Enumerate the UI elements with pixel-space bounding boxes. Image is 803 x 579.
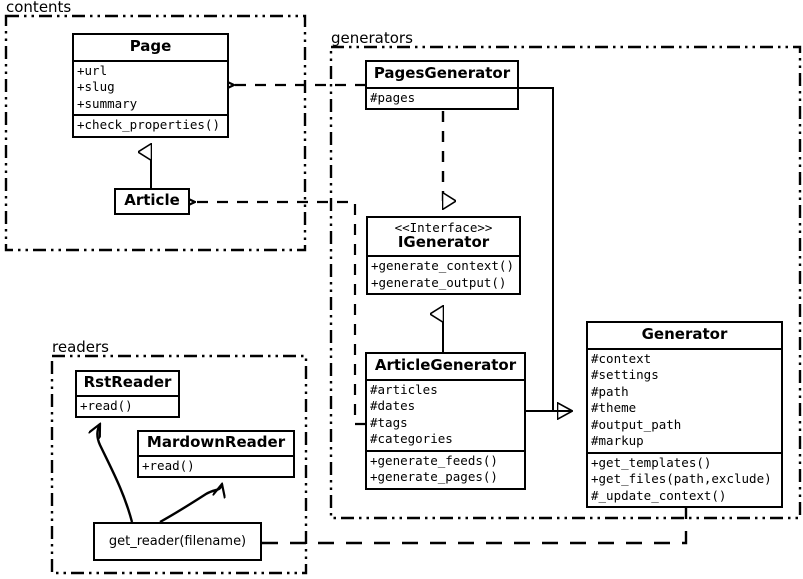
attribute-categories: #categories [370, 431, 453, 447]
attribute-tags: #tags [370, 414, 408, 430]
attribute-pages: #pages [370, 89, 416, 105]
class-attributes-articlegenerator: #articles #dates #tags #categories [367, 378, 524, 450]
class-attributes-page: +url +slug +summary [74, 59, 227, 115]
class-box-rstreader[interactable]: RstReader +read() [75, 370, 180, 419]
class-box-article[interactable]: Article [114, 188, 190, 215]
connector-get-reader-returns-rstreader [97, 424, 134, 523]
class-box-articlegenerator[interactable]: ArticleGenerator #articles #dates #tags … [365, 352, 526, 490]
attribute-output-path: #output_path [591, 416, 682, 432]
attribute-settings: #settings [591, 367, 659, 383]
class-name-page: Page [129, 37, 172, 55]
method-generate-feeds: +generate_feeds() [370, 452, 498, 468]
class-methods-articlegenerator: +generate_feeds() +generate_pages() [367, 449, 524, 488]
attribute-markup: #markup [591, 433, 644, 449]
class-box-igenerator[interactable]: <<Interface>> IGenerator +generate_conte… [366, 216, 521, 296]
class-name-igenerator-text: IGenerator [397, 233, 490, 252]
method-generate-context: +generate_context() [371, 258, 514, 274]
connector-generator-uses-get-reader [262, 503, 688, 543]
method-read-mardownreader: +read() [142, 457, 195, 473]
class-methods-page: +check_properties() [74, 114, 227, 136]
connector-get-reader-returns-mardownreader [159, 484, 222, 524]
attribute-url: +url [77, 62, 108, 78]
class-methods-mardownreader: +read() [139, 454, 293, 477]
method-check-properties: +check_properties() [77, 117, 220, 133]
class-attributes-generator: #context #settings #path #theme #output_… [588, 347, 781, 452]
method-generate-pages: +generate_pages() [370, 469, 498, 485]
class-name-rstreader: RstReader [83, 373, 172, 391]
attribute-slug: +slug [77, 79, 115, 95]
class-name-articlegenerator: ArticleGenerator [374, 356, 517, 374]
class-name-article: Article [124, 191, 180, 209]
class-name-mardownreader: MardownReader [146, 433, 286, 451]
package-label-readers: readers [52, 338, 109, 356]
class-name-generator: Generator [641, 325, 728, 343]
attribute-summary: +summary [77, 95, 138, 111]
function-box-get-reader[interactable]: get_reader(filename) [93, 522, 262, 561]
class-box-pagesgenerator[interactable]: PagesGenerator #pages [365, 60, 519, 111]
class-box-page[interactable]: Page +url +slug +summary +check_properti… [72, 33, 229, 138]
attribute-theme: #theme [591, 400, 637, 416]
class-methods-generator: +get_templates() +get_files(path,exclude… [588, 451, 781, 507]
attribute-articles: #articles [370, 381, 438, 397]
connector-articlegenerator-uses-article [195, 202, 366, 426]
package-label-contents: contents [6, 0, 72, 16]
class-name-pagesgenerator: PagesGenerator [373, 64, 511, 82]
package-label-generators: generators [331, 29, 413, 47]
class-box-generator[interactable]: Generator #context #settings #path #them… [586, 321, 783, 509]
method-generate-output: +generate_output() [371, 274, 507, 290]
class-attributes-pagesgenerator: #pages [367, 86, 517, 109]
class-box-mardownreader[interactable]: MardownReader +read() [137, 430, 295, 479]
class-methods-igenerator: +generate_context() +generate_output() [368, 255, 519, 293]
connector-pagesgenerator-inherits-generator [519, 87, 572, 411]
class-stereotype-igenerator: <<Interface>> [394, 220, 493, 235]
class-methods-rstreader: +read() [77, 394, 178, 417]
attribute-dates: #dates [370, 398, 416, 414]
method-get-templates: +get_templates() [591, 454, 712, 470]
attribute-context: #context [591, 350, 652, 366]
attribute-path: #path [591, 383, 629, 399]
method-get-files: +get_files(path,exclude) [591, 471, 772, 487]
method-read-rstreader: +read() [80, 397, 133, 413]
class-name-igenerator: <<Interface>> IGenerator [368, 218, 519, 255]
function-label-get-reader: get_reader(filename) [108, 534, 247, 549]
method-update-context: #_update_context() [591, 487, 727, 503]
